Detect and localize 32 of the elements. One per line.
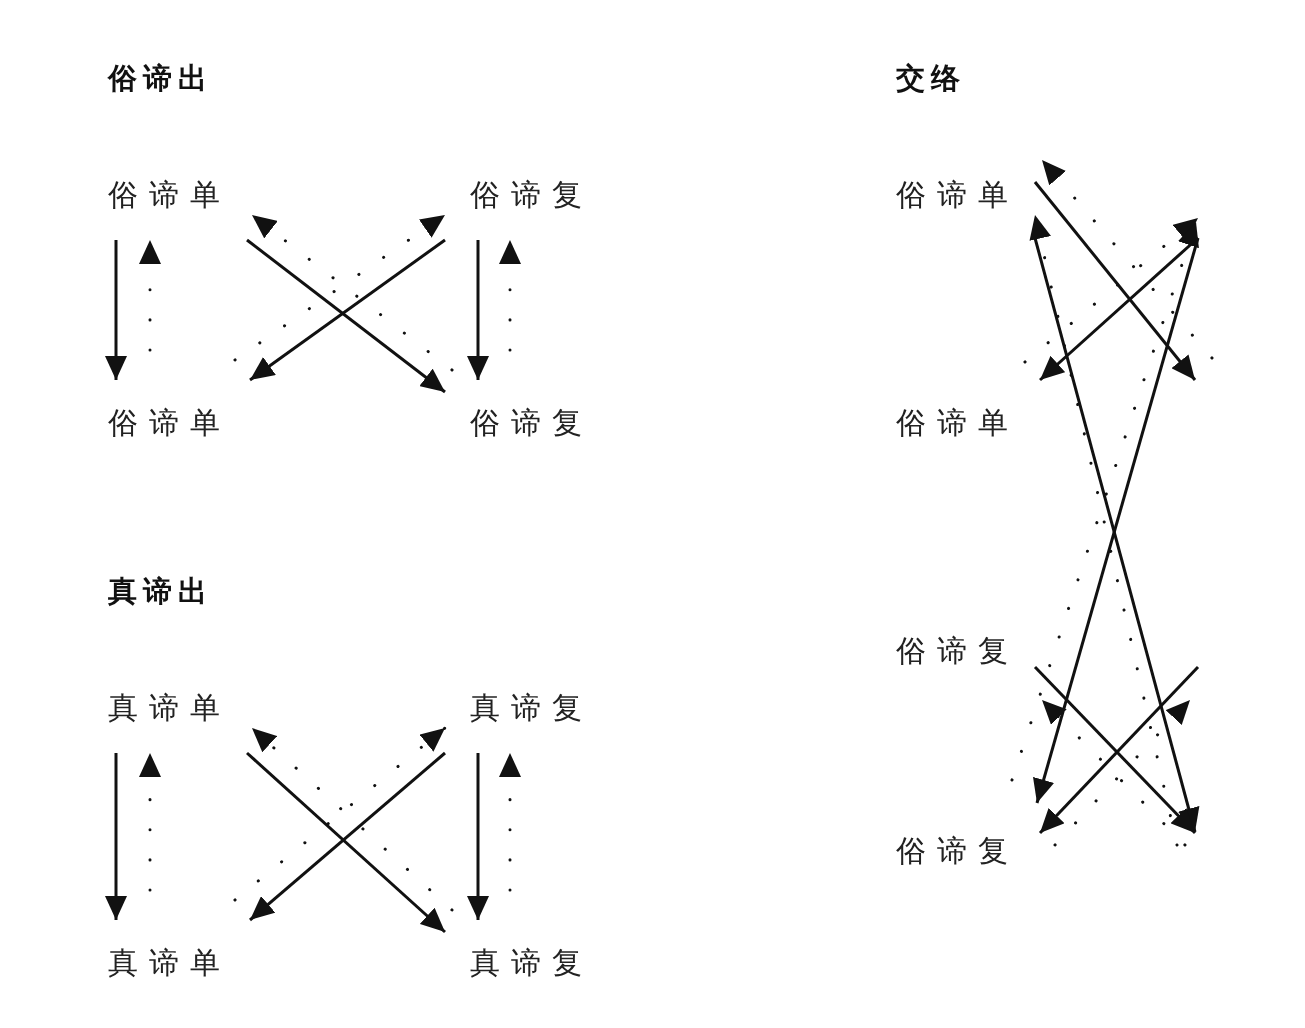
term-label: 真谛复 (470, 689, 593, 727)
dotted-arrow (233, 213, 447, 362)
dotted-arrow (499, 751, 521, 892)
arrow (105, 240, 127, 380)
dotted-arrow (1029, 213, 1179, 847)
term-label: 真谛单 (108, 689, 231, 727)
dotted-arrow (139, 751, 161, 892)
term-label: 真谛单 (108, 944, 231, 982)
term-label: 俗谛复 (896, 632, 1019, 670)
dotted-arrow (250, 726, 454, 912)
term-label: 俗谛单 (108, 404, 231, 442)
dotted-arrow (1010, 220, 1199, 782)
dotted-arrow (250, 213, 454, 372)
term-label: 俗谛复 (896, 832, 1019, 870)
section-heading: 交络 (896, 64, 966, 93)
dotted-arrow (1040, 158, 1214, 360)
term-label: 俗谛单 (896, 176, 1019, 214)
term-label: 俗谛复 (470, 404, 593, 442)
section-heading: 真谛出 (108, 577, 213, 606)
arrow (467, 240, 489, 380)
dotted-arrow (499, 238, 521, 352)
term-label: 真谛复 (470, 944, 593, 982)
dotted-arrow (1023, 216, 1200, 364)
term-label: 俗谛单 (896, 404, 1019, 442)
term-label: 俗谛单 (108, 176, 231, 214)
arrow (1033, 181, 1197, 381)
dotted-arrow (233, 726, 447, 902)
arrow (105, 753, 127, 920)
section-heading: 俗谛出 (108, 64, 213, 93)
term-label: 俗谛复 (470, 176, 593, 214)
arrow (467, 753, 489, 920)
dotted-arrow (139, 238, 161, 352)
